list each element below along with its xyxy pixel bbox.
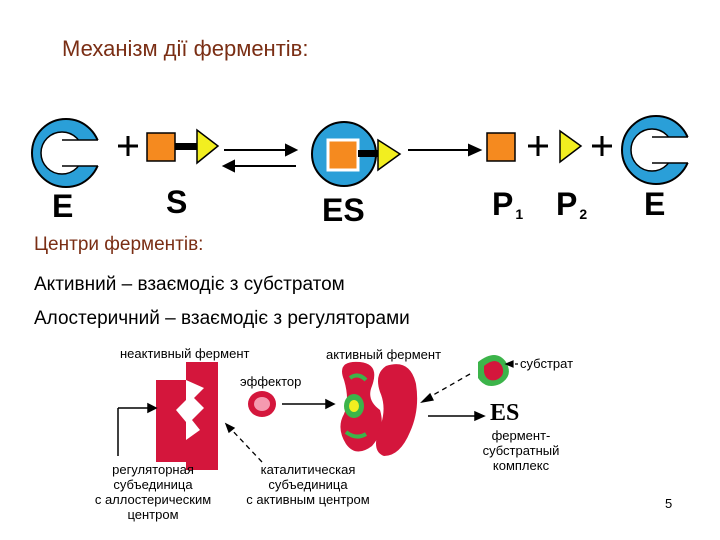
p1-subscript: 1 [515, 206, 524, 222]
plus-sign-1 [118, 136, 138, 156]
substrate-arrow [420, 373, 471, 404]
enzyme-e-left-icon [31, 118, 104, 188]
es-complex-label: фермент- субстратный комплекс [466, 428, 576, 473]
regulatory-line-1: регуляторная [112, 462, 194, 477]
forward-arrow [408, 143, 483, 157]
equilibrium-arrows [221, 143, 299, 173]
effector-label: эффектор [240, 374, 302, 389]
plus-sign-2 [528, 136, 548, 156]
enzyme-label-left: E [52, 188, 74, 224]
catalytic-subunit-label: каталитическая субъединица с активным це… [228, 462, 388, 507]
substrate-label: S [166, 184, 188, 220]
page-title: Механізм дії ферментів: [62, 36, 309, 61]
active-enzyme-label: активный фермент [326, 347, 442, 362]
enzyme-e-right-icon [621, 115, 694, 185]
regulatory-line-2: субъединица [113, 477, 193, 492]
allosteric-center-line: Алостеричний – взаємодіє з регуляторами [34, 308, 410, 329]
inactive-enzyme-label: неактивный фермент [120, 346, 250, 361]
substrate-text-label: субстрат [520, 356, 574, 371]
active-center-line: Активний – взаємодіє з субстратом [34, 274, 345, 295]
substrate-label-pointer [504, 360, 518, 368]
centers-heading: Центри ферментів: [34, 234, 204, 255]
es-arrow [428, 410, 486, 422]
catalytic-arrow [224, 422, 263, 463]
es-complex-line-2: субстратный [482, 443, 560, 458]
p2-letter: P [556, 186, 578, 222]
substrate-s-icon [146, 128, 220, 165]
enzyme-label-right: E [644, 186, 666, 222]
page-number: 5 [665, 496, 673, 511]
product-p1-icon [486, 132, 516, 162]
regulatory-subunit-label: регуляторная субъединица с аллостерическ… [78, 462, 228, 522]
effector-arrow [282, 398, 336, 410]
catalytic-line-2: субъединица [268, 477, 348, 492]
es-complex-line-1: фермент- [491, 428, 551, 443]
product-p2-icon [559, 129, 583, 164]
es-figure-label: ES [490, 400, 520, 426]
regulatory-line-4: центром [127, 507, 179, 522]
p2-subscript: 2 [579, 206, 588, 222]
catalytic-line-3: с активным центром [246, 492, 370, 507]
es-complex-icon [311, 121, 402, 187]
plus-sign-3 [592, 136, 612, 156]
active-enzyme-icon [340, 361, 418, 456]
substrate-blob-icon [478, 355, 509, 386]
regulatory-arrow [117, 402, 158, 456]
es-complex-line-3: комплекс [492, 458, 550, 473]
inactive-enzyme-icon [156, 362, 218, 470]
catalytic-line-1: каталитическая [260, 462, 356, 477]
p1-letter: P [492, 186, 514, 222]
effector-icon [248, 391, 276, 417]
es-label: ES [322, 192, 365, 228]
regulatory-line-3: с аллостерическим [94, 492, 212, 507]
